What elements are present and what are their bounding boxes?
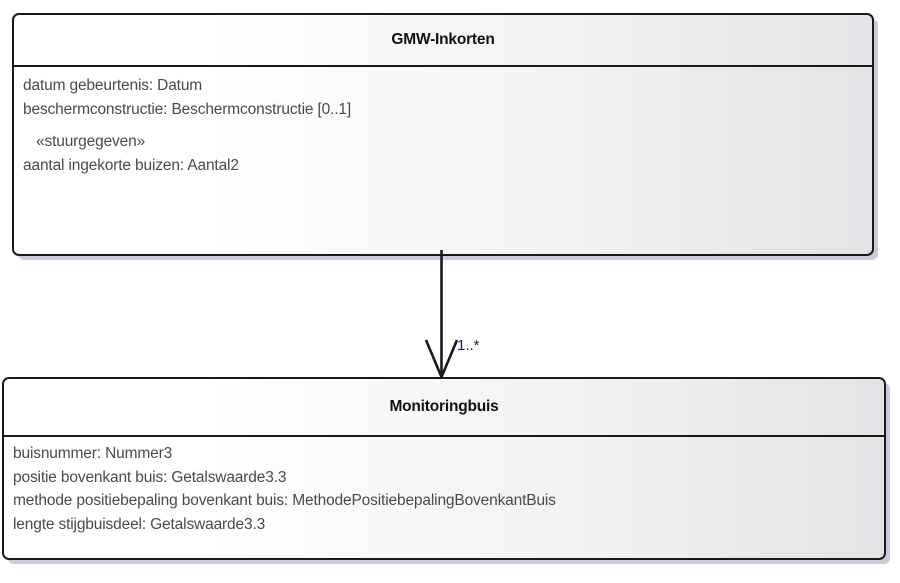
class-attributes-monitoringbuis: buisnummer: Nummer3 positie bovenkant bu… xyxy=(4,437,884,558)
class-header-gmw-inkorten: GMW-Inkorten xyxy=(14,15,872,67)
association-arrowhead-icon xyxy=(424,339,459,381)
class-name-monitoringbuis: Monitoringbuis xyxy=(389,398,499,415)
association-connector[interactable] xyxy=(400,250,560,385)
attribute-row: datum gebeurtenis: Datum xyxy=(23,77,203,94)
class-box-gmw-inkorten[interactable]: GMW-Inkorten datum gebeurtenis: Datum be… xyxy=(12,13,874,256)
attribute-row: aantal ingekorte buizen: Aantal2 xyxy=(23,156,239,174)
class-header-monitoringbuis: Monitoringbuis xyxy=(4,379,884,437)
attribute-row: methode positiebepaling bovenkant buis: … xyxy=(13,492,556,509)
class-name-gmw-inkorten: GMW-Inkorten xyxy=(391,31,495,48)
attribute-row: buisnummer: Nummer3 xyxy=(13,445,173,462)
attribute-stereotype-label: «stuurgegeven» xyxy=(36,133,146,150)
association-multiplicity-label: 1..* xyxy=(457,337,480,354)
class-box-monitoringbuis[interactable]: Monitoringbuis buisnummer: Nummer3 posit… xyxy=(2,377,886,560)
class-attributes-gmw-inkorten: datum gebeurtenis: Datum beschermconstru… xyxy=(14,67,872,254)
attribute-row: positie bovenkant buis: Getalswaarde3.3 xyxy=(13,468,287,486)
attribute-row: beschermconstructie: Beschermconstructie… xyxy=(23,100,352,118)
attribute-row: lengte stijgbuisdeel: Getalswaarde3.3 xyxy=(13,515,266,533)
